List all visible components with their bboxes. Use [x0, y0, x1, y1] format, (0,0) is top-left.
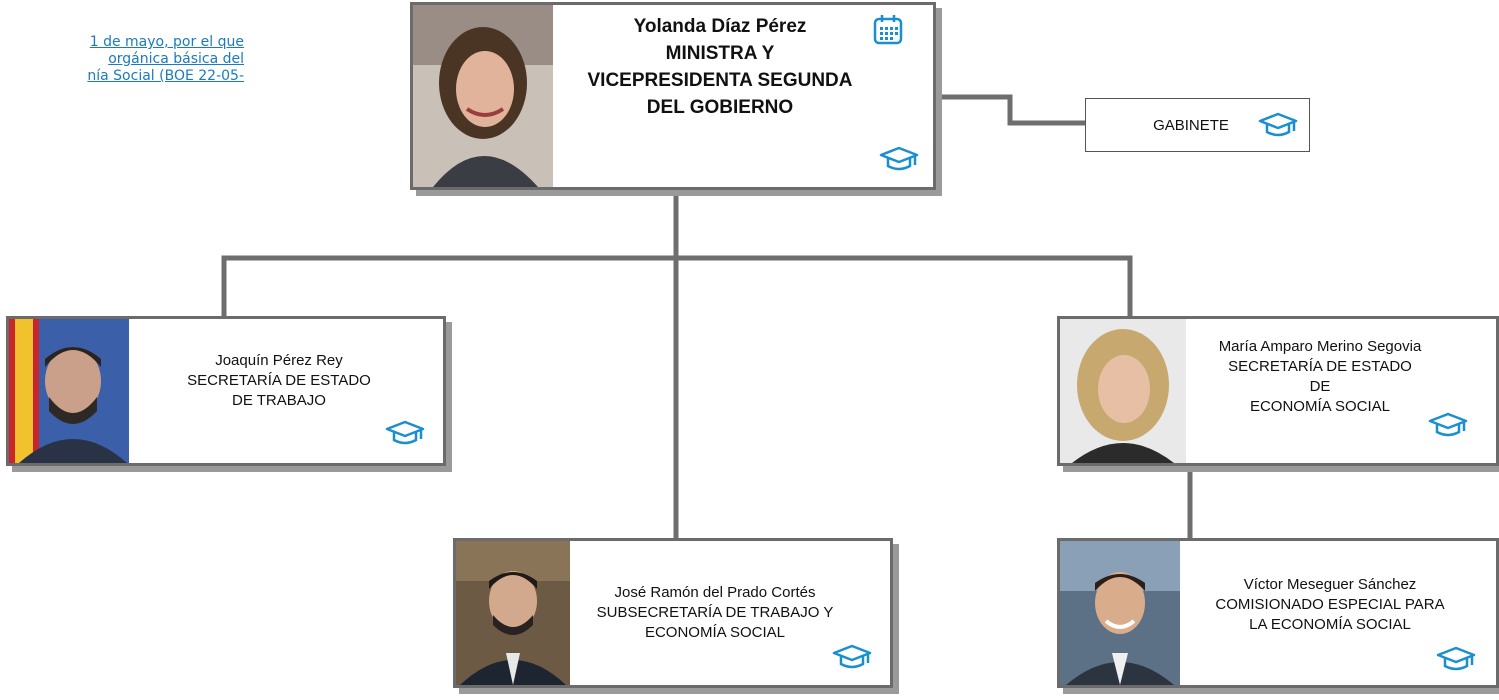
calendar-icon[interactable] — [873, 13, 903, 45]
legal-link-line-2[interactable]: orgánica básica del — [108, 51, 244, 67]
node-secretaria-trabajo[interactable]: Joaquín Pérez Rey SECRETARÍA DE ESTADO D… — [6, 316, 446, 466]
photo-subsecretaria — [456, 541, 570, 685]
trabajo-name: Joaquín Pérez Rey — [215, 352, 343, 369]
economia-title-line-3: ECONOMÍA SOCIAL — [1249, 398, 1391, 415]
minister-title-line-3: DEL GOBIERNO — [646, 97, 794, 118]
trabajo-text: Joaquín Pérez Rey SECRETARÍA DE ESTADO D… — [159, 351, 399, 411]
node-minister[interactable]: Yolanda Díaz Pérez MINISTRA Y VICEPRESID… — [410, 2, 936, 190]
graduation-cap-icon[interactable] — [1436, 645, 1476, 673]
connector-gabinete — [934, 94, 1085, 126]
graduation-cap-icon[interactable] — [1258, 111, 1298, 139]
graduation-cap-icon[interactable] — [385, 419, 425, 447]
minister-name: Yolanda Díaz Pérez — [633, 16, 807, 37]
legal-link-line-3[interactable]: nía Social (BOE 22-05- — [87, 68, 244, 84]
legal-reference-link[interactable]: 1 de mayo, por el que orgánica básica de… — [0, 34, 244, 85]
economia-text: María Amparo Merino Segovia SECRETARÍA D… — [1200, 337, 1440, 417]
minister-text: Yolanda Díaz Pérez MINISTRA Y VICEPRESID… — [553, 13, 887, 121]
subsecretaria-name: José Ramón del Prado Cortés — [614, 584, 816, 601]
node-comisionado[interactable]: Víctor Meseguer Sánchez COMISIONADO ESPE… — [1057, 538, 1499, 688]
node-secretaria-economia-social[interactable]: María Amparo Merino Segovia SECRETARÍA D… — [1057, 316, 1499, 466]
comisionado-title-line-2: LA ECONOMÍA SOCIAL — [1249, 616, 1411, 633]
photo-comisionado — [1060, 541, 1180, 685]
photo-trabajo — [9, 319, 129, 463]
gabinete-label: GABINETE — [1153, 117, 1229, 134]
comisionado-title-line-1: COMISIONADO ESPECIAL PARA — [1215, 596, 1445, 613]
trabajo-title-line-1: SECRETARÍA DE ESTADO — [187, 372, 371, 389]
node-subsecretaria[interactable]: José Ramón del Prado Cortés SUBSECRETARÍ… — [453, 538, 893, 688]
graduation-cap-icon[interactable] — [1428, 411, 1468, 439]
connector-level-2 — [221, 255, 1133, 318]
photo-minister — [413, 5, 553, 187]
comisionado-name: Víctor Meseguer Sánchez — [1243, 576, 1417, 593]
comisionado-text: Víctor Meseguer Sánchez COMISIONADO ESPE… — [1196, 575, 1464, 635]
minister-title-line-2: VICEPRESIDENTA SEGUNDA — [587, 70, 853, 91]
photo-economia — [1060, 319, 1186, 463]
economia-title-line-1: SECRETARÍA DE ESTADO — [1228, 358, 1412, 375]
minister-title-line-1: MINISTRA Y — [665, 43, 775, 64]
legal-link-line-1[interactable]: 1 de mayo, por el que — [89, 34, 244, 50]
graduation-cap-icon[interactable] — [832, 643, 872, 671]
trabajo-title-line-2: DE TRABAJO — [232, 392, 326, 409]
subsecretaria-title-line-1: SUBSECRETARÍA DE TRABAJO Y — [596, 604, 834, 621]
subsecretaria-title-line-2: ECONOMÍA SOCIAL — [644, 624, 786, 641]
economia-title-line-2: DE — [1309, 378, 1331, 395]
node-gabinete[interactable]: GABINETE — [1085, 98, 1310, 152]
economia-name: María Amparo Merino Segovia — [1218, 338, 1422, 355]
graduation-cap-icon[interactable] — [879, 145, 919, 173]
subsecretaria-text: José Ramón del Prado Cortés SUBSECRETARÍ… — [580, 583, 850, 643]
